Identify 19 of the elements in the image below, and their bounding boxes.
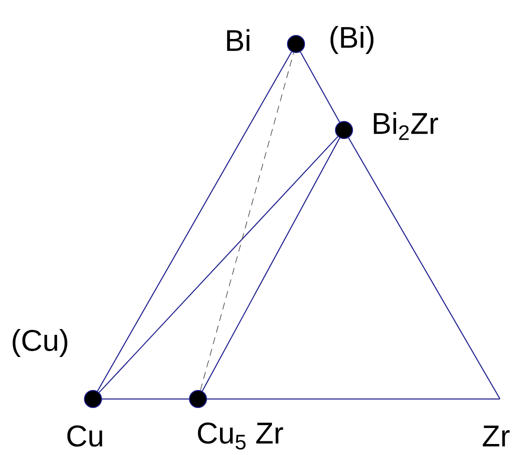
phase-boundary-line xyxy=(348,137,500,400)
phase-boundary-line xyxy=(98,136,338,393)
phase-label: (Cu) xyxy=(12,329,68,357)
point-label: Bi xyxy=(227,29,250,51)
point-label: Cu xyxy=(67,425,102,447)
point-label: Cu$_{5}$ Zr xyxy=(198,422,284,450)
phase-boundary-line xyxy=(102,398,190,400)
point-label: Bi$_{2}$Zr xyxy=(374,112,438,140)
phase-label: (Bi) xyxy=(330,26,374,54)
phase-boundary-line xyxy=(300,51,340,123)
phase-point xyxy=(335,112,438,140)
phase-point xyxy=(12,329,102,447)
phase-boundary-line xyxy=(96,51,292,392)
tie-line xyxy=(200,52,294,391)
phase-point xyxy=(189,390,284,450)
phase-boundary-line xyxy=(206,398,500,400)
phase-boundary-line xyxy=(202,137,340,392)
point-label: Zr xyxy=(482,426,510,446)
phase-point xyxy=(227,26,374,54)
